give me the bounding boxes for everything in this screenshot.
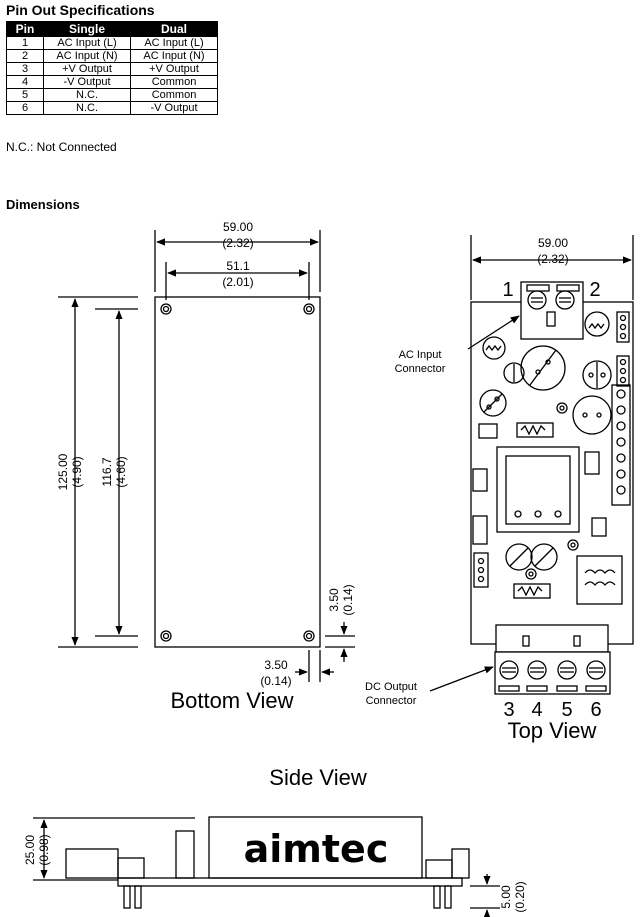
table-row: 2 AC Input (N) AC Input (N)	[6, 49, 218, 63]
bottom-view-label: Bottom View	[170, 688, 293, 713]
dim-hole-height: 116.7	[100, 457, 114, 486]
dc-callout-arrow	[429, 666, 494, 692]
dim-outer-height: 125.00	[56, 453, 70, 490]
mount-hole	[160, 303, 172, 315]
dim-offset-h-in: (0.14)	[260, 674, 291, 688]
side-view-label: Side View	[269, 765, 367, 790]
table-header-row: Pin Single Dual	[6, 21, 218, 37]
dim-top-width: 59.00	[538, 236, 568, 250]
ac-callout-line1: AC Input	[399, 349, 442, 361]
dim-side-height-in: (0.98)	[37, 834, 51, 865]
top-view-labels: 59.00 (2.32) 1 2 AC Input Connector DC O…	[365, 236, 602, 743]
table-row: 1 AC Input (L) AC Input (L)	[6, 36, 218, 50]
dim-top-width-in: (2.32)	[537, 252, 568, 266]
bottom-view-labels: 59.00 (2.32) 51.1 (2.01) 125.00 (4.90) 1…	[56, 220, 355, 688]
pin-label-1: 1	[502, 279, 513, 301]
dim-offset-h: 3.50	[264, 658, 288, 672]
bottom-board-outline	[154, 296, 321, 648]
cell-single: AC Input (N)	[43, 49, 131, 63]
cell-single: N.C.	[43, 88, 131, 102]
dim-pin-length: 5.00	[499, 885, 513, 909]
table-row: 4 -V Output Common	[6, 75, 218, 89]
pin-label-6: 6	[590, 699, 601, 721]
ac-callout-arrow	[467, 315, 520, 350]
top-board-outline	[470, 301, 634, 645]
dimensions-heading: Dimensions	[6, 197, 80, 212]
dim-side-height: 25.00	[23, 835, 37, 865]
side-pcb	[117, 877, 463, 887]
top-view	[429, 235, 634, 695]
header-single: Single	[43, 21, 131, 37]
dim-offset-v-in: (0.14)	[341, 584, 355, 615]
cell-dual: AC Input (N)	[130, 49, 218, 63]
cell-single: +V Output	[43, 62, 131, 76]
dim-hole-width: 51.1	[226, 259, 250, 273]
pin-label-5: 5	[561, 699, 572, 721]
side-view-labels: 25.00 (0.98) 5.00 (0.20) aimtec	[23, 827, 527, 913]
pin-label-2: 2	[589, 279, 600, 301]
dim-pin-length-in: (0.20)	[513, 881, 527, 912]
dim-hole-height-in: (4.60)	[114, 456, 128, 487]
pin-label-4: 4	[531, 699, 542, 721]
cell-dual: -V Output	[130, 101, 218, 115]
bottom-view	[58, 230, 355, 682]
cell-dual: +V Output	[130, 62, 218, 76]
mount-hole	[160, 630, 172, 642]
cell-dual: Common	[130, 88, 218, 102]
dim-hole-width-in: (2.01)	[222, 275, 253, 289]
table-row: 6 N.C. -V Output	[6, 101, 218, 115]
mount-hole	[303, 630, 315, 642]
dc-callout-line2: Connector	[366, 695, 417, 707]
side-view	[33, 816, 500, 917]
header-pin: Pin	[6, 21, 44, 37]
page-title: Pin Out Specifications	[6, 2, 155, 18]
ac-callout-line2: Connector	[395, 363, 446, 375]
top-view-label: Top View	[508, 718, 597, 743]
cell-single: N.C.	[43, 101, 131, 115]
cell-single: -V Output	[43, 75, 131, 89]
cell-dual: Common	[130, 75, 218, 89]
dim-offset-v: 3.50	[327, 588, 341, 612]
circuit-components	[472, 311, 631, 605]
table-row: 5 N.C. Common	[6, 88, 218, 102]
dim-outer-height-in: (4.90)	[70, 456, 84, 487]
pinout-table: Pin Single Dual 1 AC Input (L) AC Input …	[6, 21, 218, 115]
pin-label-3: 3	[503, 699, 514, 721]
brand-logo: aimtec	[244, 827, 389, 871]
dim-outer-width: 59.00	[223, 220, 253, 234]
header-dual: Dual	[130, 21, 218, 37]
dim-outer-width-in: (2.32)	[222, 236, 253, 250]
dc-output-connector	[495, 624, 609, 653]
mount-hole	[303, 303, 315, 315]
nc-note: N.C.: Not Connected	[6, 140, 117, 154]
dc-callout-line1: DC Output	[365, 681, 417, 693]
